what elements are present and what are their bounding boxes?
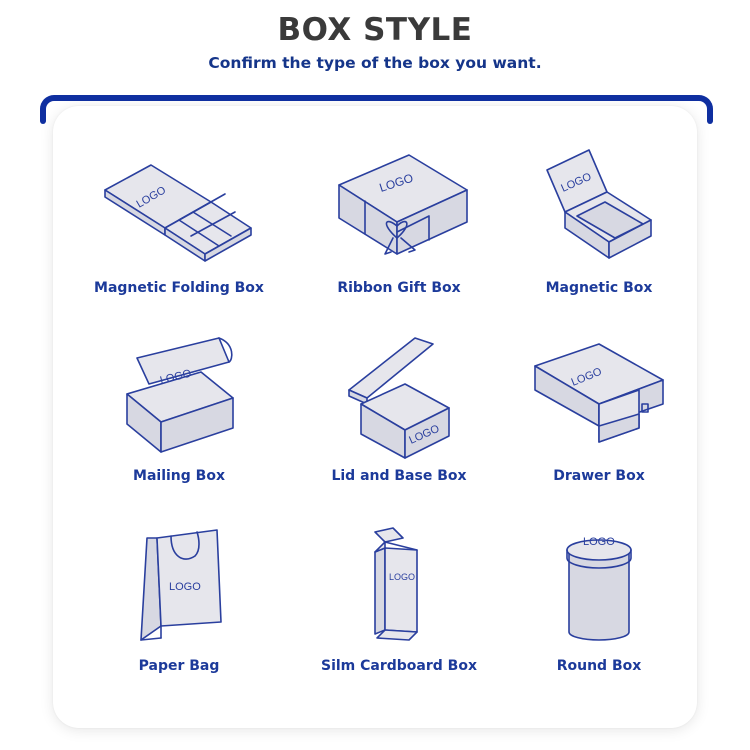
drawer-box-icon: LOGO bbox=[534, 343, 664, 443]
logo-text: LOGO bbox=[389, 572, 415, 582]
box-option-label: Ribbon Gift Box bbox=[337, 280, 461, 296]
mailing-box-icon: LOGO bbox=[126, 337, 234, 453]
box-option-label: Paper Bag bbox=[138, 658, 220, 674]
magnetic-folding-box-icon: LOGO bbox=[104, 164, 252, 262]
round-box-icon: LOGO bbox=[566, 536, 632, 641]
box-option-mailing[interactable]: LOGO Mailing Box bbox=[79, 337, 279, 498]
box-option-label: Lid and Base Box bbox=[331, 468, 467, 484]
rail-end-right bbox=[707, 110, 713, 124]
box-option-drawer[interactable]: LOGO Drawer Box bbox=[499, 338, 699, 498]
box-option-ribbon-gift[interactable]: LOGO Ribbon Gift Box bbox=[299, 150, 499, 310]
box-option-label: Magnetic Box bbox=[545, 280, 653, 296]
box-option-slim-cardboard[interactable]: LOGO Silm Cardboard Box bbox=[299, 527, 499, 688]
box-option-label: Mailing Box bbox=[133, 468, 225, 484]
box-option-round[interactable]: LOGO Round Box bbox=[499, 528, 699, 688]
page-title: BOX STYLE bbox=[277, 12, 473, 48]
logo-text: LOGO bbox=[169, 581, 201, 593]
rail-end-left bbox=[40, 110, 46, 124]
box-option-lid-and-base[interactable]: LOGO Lid and Base Box bbox=[299, 337, 499, 498]
ribbon-gift-box-icon: LOGO bbox=[338, 154, 468, 255]
box-option-label: Silm Cardboard Box bbox=[321, 658, 477, 674]
lid-and-base-box-icon: LOGO bbox=[348, 337, 450, 459]
logo-text: LOGO bbox=[583, 536, 615, 548]
box-option-label: Magnetic Folding Box bbox=[94, 280, 264, 296]
box-option-magnetic-folding[interactable]: LOGO Magnetic Folding Box bbox=[79, 150, 279, 310]
box-option-label: Drawer Box bbox=[553, 468, 645, 484]
box-option-paper-bag[interactable]: LOGO Paper Bag bbox=[79, 528, 279, 688]
page-subtitle: Confirm the type of the box you want. bbox=[208, 54, 542, 72]
top-rail-decoration bbox=[40, 95, 713, 115]
box-option-magnetic[interactable]: LOGO Magnetic Box bbox=[499, 149, 699, 310]
slim-cardboard-box-icon: LOGO bbox=[374, 527, 418, 641]
magnetic-box-icon: LOGO bbox=[546, 149, 652, 259]
paper-bag-icon: LOGO bbox=[140, 529, 222, 641]
box-option-label: Round Box bbox=[556, 658, 642, 674]
